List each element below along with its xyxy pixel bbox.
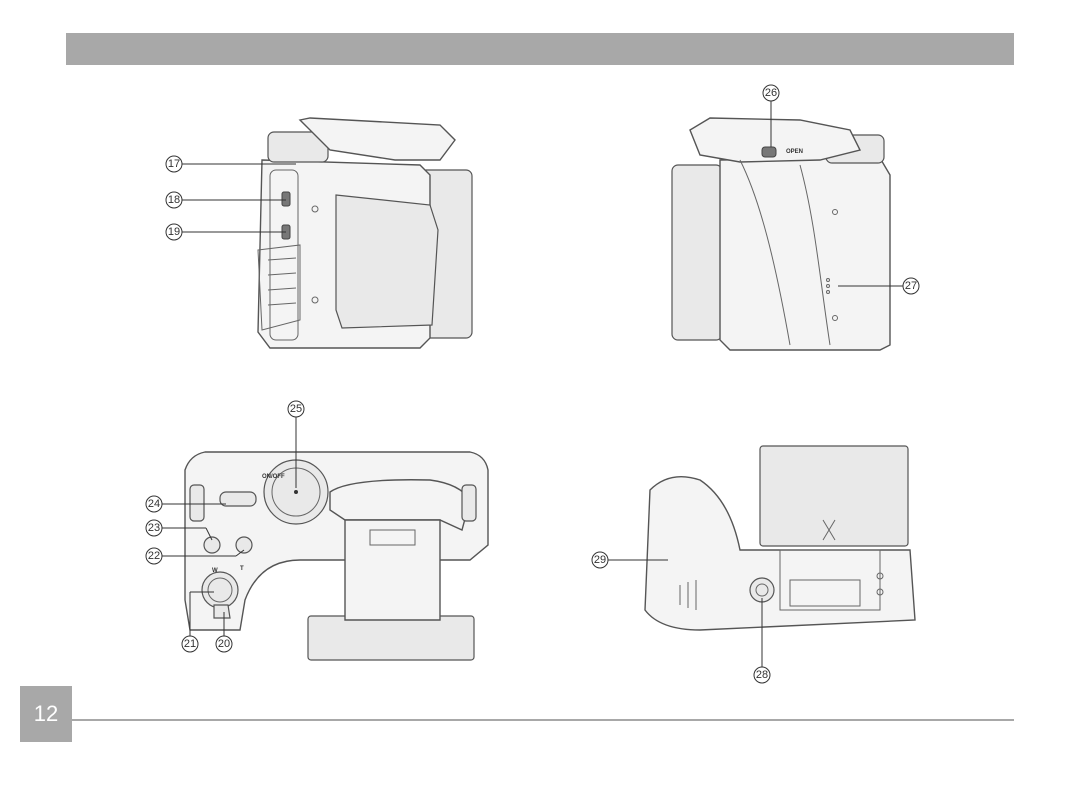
svg-text:OPEN: OPEN bbox=[786, 149, 803, 155]
page-number-box bbox=[20, 686, 72, 742]
svg-text:25: 25 bbox=[290, 403, 302, 415]
bottom-view: 29 28 bbox=[591, 445, 916, 684]
svg-text:W: W bbox=[212, 568, 218, 574]
right-side-view: OPEN 26 27 bbox=[671, 84, 920, 351]
callout-27: 27 bbox=[838, 277, 920, 295]
callout-23: 23 bbox=[145, 519, 213, 541]
svg-text:27: 27 bbox=[905, 280, 917, 292]
svg-text:26: 26 bbox=[765, 87, 777, 99]
top-view: ON/OFF W T 25 24 23 22 bbox=[145, 400, 489, 661]
svg-text:18: 18 bbox=[168, 194, 180, 206]
callout-25: 25 bbox=[287, 400, 305, 488]
svg-text:T: T bbox=[240, 566, 244, 572]
svg-text:17: 17 bbox=[168, 158, 180, 170]
svg-text:ON/OFF: ON/OFF bbox=[262, 474, 285, 480]
callout-26: 26 bbox=[762, 84, 780, 147]
callout-19: 19 bbox=[165, 223, 286, 241]
callout-22: 22 bbox=[145, 547, 245, 565]
svg-text:29: 29 bbox=[594, 554, 606, 566]
svg-text:19: 19 bbox=[168, 226, 180, 238]
callout-24: 24 bbox=[145, 495, 226, 513]
callout-17: 17 bbox=[165, 155, 296, 173]
callout-29: 29 bbox=[591, 551, 668, 569]
svg-text:20: 20 bbox=[218, 638, 230, 650]
svg-text:22: 22 bbox=[148, 550, 160, 562]
page-number: 12 bbox=[33, 701, 59, 726]
svg-text:21: 21 bbox=[184, 638, 196, 650]
svg-text:28: 28 bbox=[756, 669, 768, 681]
callout-28: 28 bbox=[753, 598, 771, 684]
svg-text:23: 23 bbox=[148, 522, 160, 534]
header-bar bbox=[66, 33, 1014, 65]
callout-18: 18 bbox=[165, 191, 286, 209]
svg-text:24: 24 bbox=[148, 498, 160, 510]
footer-rule bbox=[72, 719, 1014, 721]
callout-21: 21 bbox=[181, 591, 214, 653]
callout-20: 20 bbox=[215, 612, 233, 653]
left-side-view: 17 18 19 bbox=[165, 117, 473, 349]
